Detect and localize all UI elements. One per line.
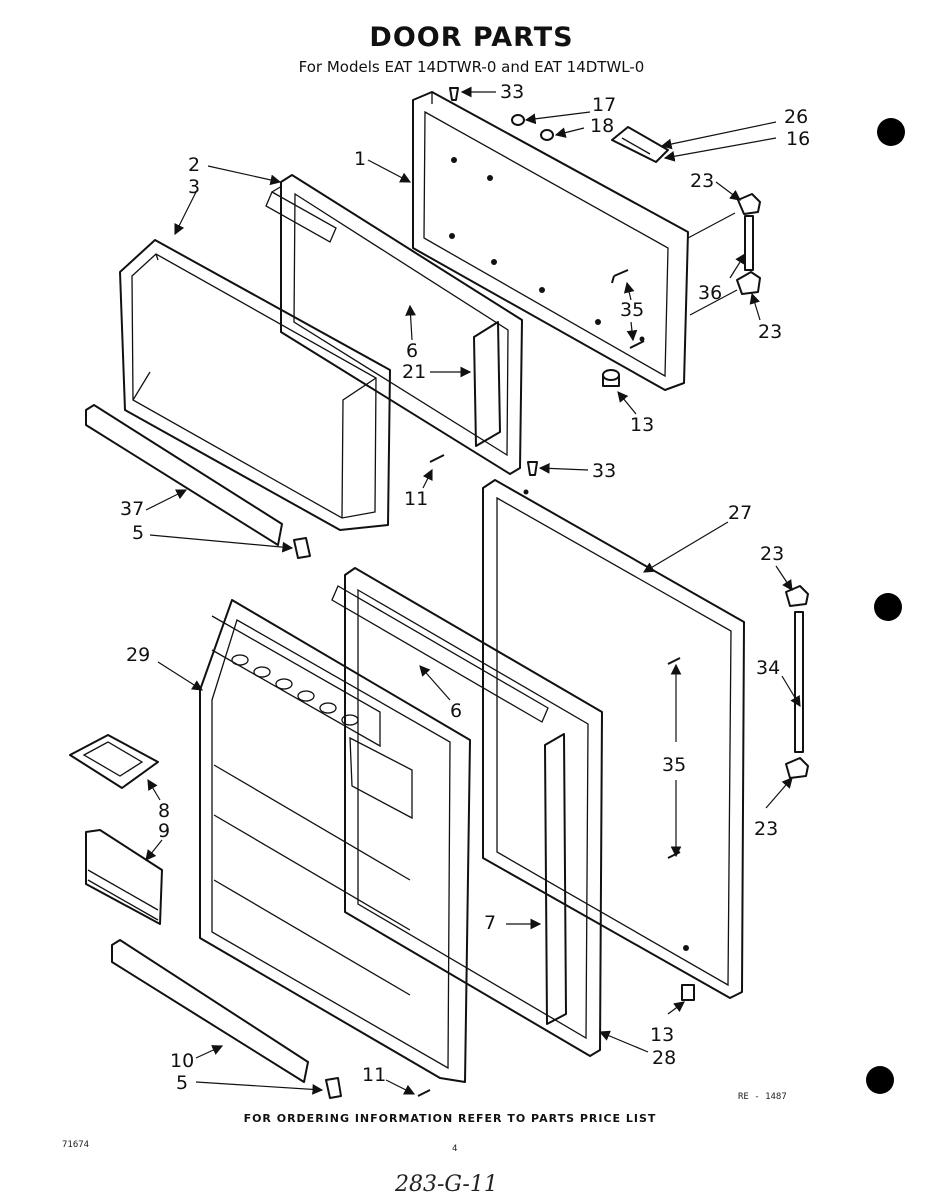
document-number: 71674: [62, 1140, 90, 1150]
upper-bumper: [602, 369, 620, 387]
handwritten-note: 283-G-11: [395, 1172, 498, 1197]
plug-parts: [449, 87, 554, 476]
drawing-code: RE - 1487: [738, 1092, 787, 1102]
callout-label: 3: [188, 176, 201, 198]
callout-label: 21: [402, 361, 427, 383]
diagram-title: DOOR PARTS: [369, 22, 574, 53]
callout-label: 33: [500, 81, 525, 103]
fresh-food-door-outer-panel: [482, 479, 745, 1001]
callout-label: 11: [404, 488, 429, 510]
dairy-door: [69, 734, 159, 789]
binder-hole-top: [877, 118, 905, 146]
callout-label: 18: [590, 115, 615, 137]
callout-label: 37: [120, 498, 145, 520]
callout-label: 28: [652, 1047, 677, 1069]
dairy-compartment: [85, 829, 163, 925]
fresh-food-door-liner: [199, 599, 471, 1083]
callout-label: 9: [158, 820, 171, 842]
callout-leader-lines: [145, 86, 801, 1095]
callout-label: 8: [158, 800, 171, 822]
fresh-food-door-frame: [331, 567, 603, 1057]
freezer-door-frame: [265, 174, 523, 475]
callout-label: 23: [690, 170, 715, 192]
handle-trim-26-16: [611, 126, 669, 163]
callout-label: 13: [630, 414, 655, 436]
trim-clips: [293, 537, 342, 1099]
freezer-trim-strip: [85, 404, 283, 546]
callout-label: 29: [126, 644, 151, 666]
upper-screws: [429, 269, 645, 463]
callout-label: 17: [592, 94, 617, 116]
callout-label: 10: [170, 1050, 195, 1072]
callout-label: 33: [592, 460, 617, 482]
ordering-info-footer: FOR ORDERING INFORMATION REFER TO PARTS …: [243, 1112, 657, 1125]
callout-label: 23: [758, 321, 783, 343]
callout-label: 23: [754, 818, 779, 840]
callout-label: 5: [132, 522, 145, 544]
callout-label: 35: [662, 754, 687, 776]
lower-hinge-assembly: [785, 585, 809, 779]
callout-label: 6: [406, 340, 419, 362]
callout-label: 36: [698, 282, 723, 304]
page-number: 4: [452, 1144, 458, 1154]
fresh-food-trim-strip: [111, 939, 309, 1083]
callout-label: 26: [784, 106, 809, 128]
freezer-door-outer-panel: [412, 91, 689, 391]
freezer-door-liner: [119, 239, 391, 531]
diagram-subtitle: For Models EAT 14DTWR-0 and EAT 14DTWL-0: [298, 58, 645, 76]
callout-label: 16: [786, 128, 811, 150]
callout-label: 7: [484, 912, 497, 934]
callout-label: 23: [760, 543, 785, 565]
lower-screws: [417, 657, 681, 1097]
callout-label: 6: [450, 700, 463, 722]
upper-hinge-assembly: [687, 193, 761, 316]
callout-label: 35: [620, 299, 645, 321]
callout-label: 1: [354, 148, 367, 170]
callout-label: 2: [188, 154, 201, 176]
binder-hole-bottom: [866, 1066, 894, 1094]
callout-label: 13: [650, 1024, 675, 1046]
callout-label: 34: [756, 657, 781, 679]
binder-hole-middle: [874, 593, 902, 621]
callout-label: 5: [176, 1072, 189, 1094]
callout-label: 11: [362, 1064, 387, 1086]
callout-label: 27: [728, 502, 753, 524]
